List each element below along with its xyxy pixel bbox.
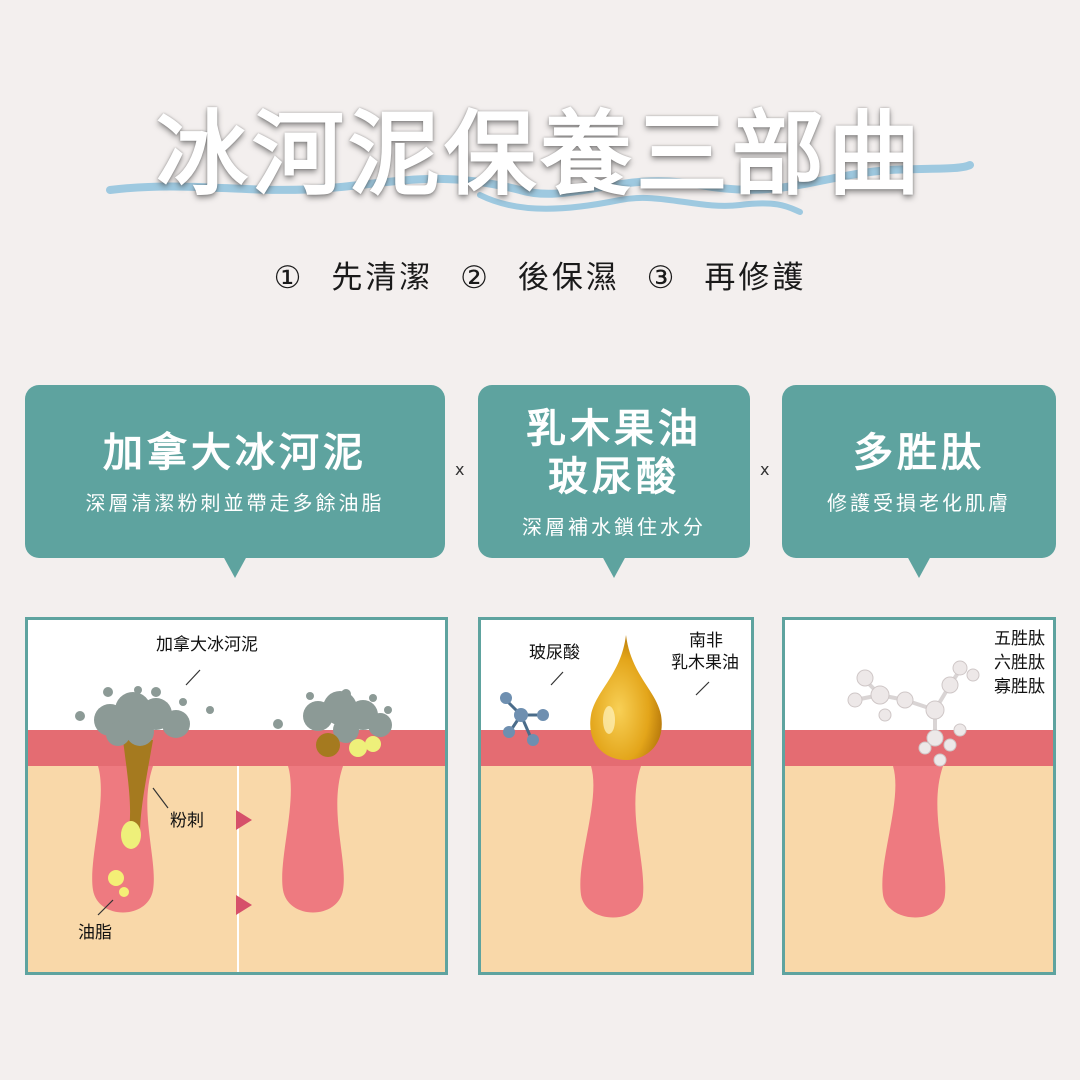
panel-shea-hyaluronic-illustration: 玻尿酸 南非 乳木果油	[478, 617, 754, 975]
page-title: 冰河泥保養三部曲	[155, 101, 924, 208]
card-title-line2: 玻尿酸	[548, 454, 680, 500]
card-peptide: 多胜肽 修護受損老化肌膚	[782, 385, 1056, 578]
separator: x	[760, 460, 770, 479]
wave-decoration	[106, 161, 974, 215]
card-description: 修護受損老化肌膚	[827, 491, 1011, 515]
card-description: 深層補水鎖住水分	[522, 515, 706, 539]
panel-glacier-mud-illustration: 加拿大冰河泥 粉刺 油脂	[25, 617, 448, 975]
panel-peptide-illustration: 五胜肽 六胜肽 寡胜肽	[782, 617, 1056, 975]
label-hexapeptide: 六胜肽	[994, 653, 1045, 673]
card-shea-hyaluronic: 乳木果油 玻尿酸 深層補水鎖住水分	[478, 385, 750, 578]
skin-illustration	[785, 660, 1053, 972]
label-shea-line2: 乳木果油	[671, 653, 739, 673]
label-glacier-mud: 加拿大冰河泥	[156, 635, 258, 655]
card-title: 加拿大冰河泥	[103, 430, 367, 476]
card-description: 深層清潔粉刺並帶走多餘油脂	[85, 491, 385, 515]
label-blackhead: 粉刺	[170, 811, 204, 831]
card-pointer	[223, 556, 247, 578]
label-oligopeptide: 寡胜肽	[994, 677, 1045, 697]
card-pointer	[907, 556, 931, 578]
label-oil: 油脂	[78, 923, 112, 943]
label-pentapeptide: 五胜肽	[994, 629, 1045, 649]
card-pointer	[602, 556, 626, 578]
steps-subtitle: ① 先清潔 ② 後保濕 ③ 再修護	[273, 260, 807, 296]
title-area: 冰河泥保養三部曲	[0, 60, 1080, 240]
skin-illustration	[481, 635, 751, 972]
card-title-line1: 乳木果油	[526, 406, 702, 452]
separator: x	[455, 460, 465, 479]
label-shea-line1: 南非	[689, 631, 723, 651]
card-glacier-mud: 加拿大冰河泥 深層清潔粉刺並帶走多餘油脂	[25, 385, 445, 578]
card-title: 多胜肽	[853, 430, 985, 476]
label-hyaluronic: 玻尿酸	[529, 643, 580, 663]
skin-illustration	[28, 669, 445, 972]
